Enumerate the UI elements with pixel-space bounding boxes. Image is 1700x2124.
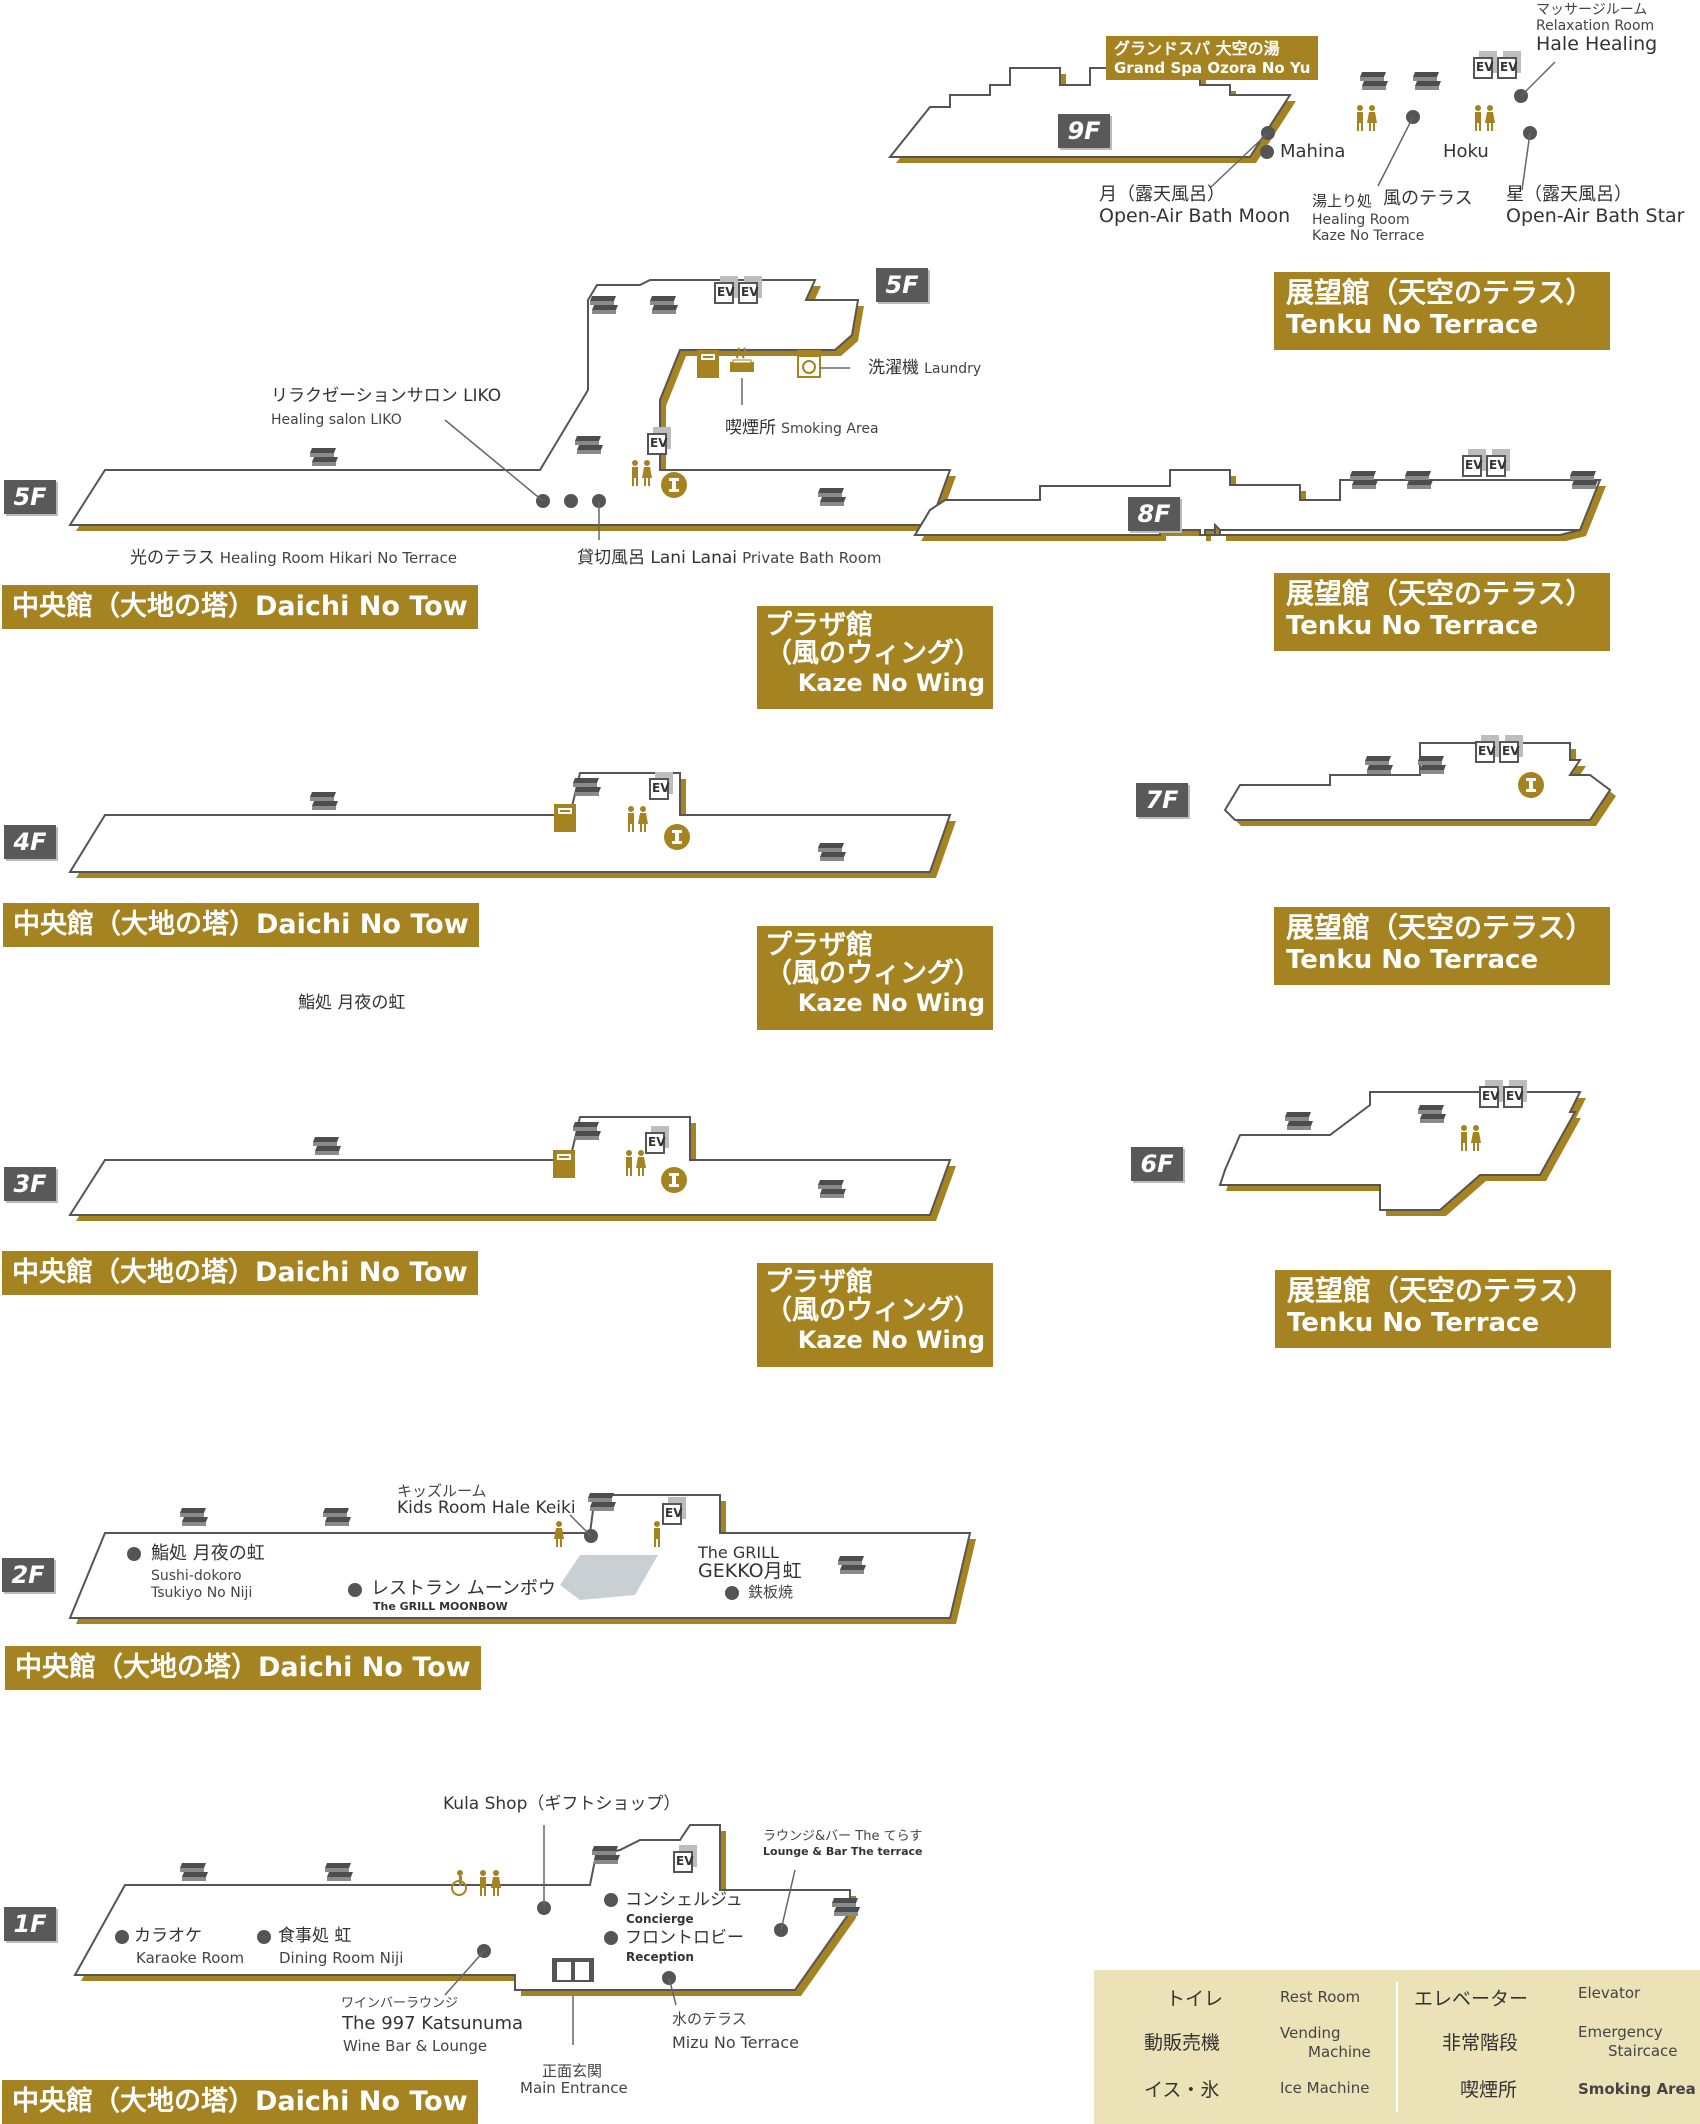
mizu-terrace-label-jp: 水のテラス <box>672 2010 747 2028</box>
leader-lines <box>444 61 1556 2045</box>
legend-stairs-en1: Emergency <box>1578 2023 1663 2041</box>
building-tenku-8f: 展望館（天空のテラス）Tenku No Terrace <box>1274 573 1610 651</box>
massage-label-en: Relaxation Room <box>1536 18 1655 34</box>
liko-label-en: Healing salon LIKO <box>271 412 402 428</box>
concierge-label-en: Concierge <box>626 1912 694 1926</box>
legend-stairs-jp: 非常階段 <box>1442 2032 1519 2054</box>
building-tenku-9f: 展望館（天空のテラス）Tenku No Terrace <box>1274 272 1610 350</box>
front-lobby-label-jp: フロントロビー <box>625 1928 744 1948</box>
karaoke-label-jp: カラオケ <box>134 1926 202 1946</box>
floor-badge-8f: 8F <box>1128 497 1180 531</box>
hikari-terrace-label: 光のテラス Healing Room Hikari No Terrace <box>130 548 457 568</box>
floor-badge-6f: 6F <box>1131 1147 1183 1181</box>
star-bath-jp: 星（露天風呂） <box>1506 184 1632 205</box>
massage-label-name: Hale Healing <box>1536 33 1658 55</box>
building-center-5f: 中央館（大地の塔）Daichi No Tow <box>2 585 478 629</box>
wine-bar-label-en1: The 997 Katsunuma <box>342 2013 524 2034</box>
sushi-label-jp: 鮨処 月夜の虹 <box>151 1543 265 1564</box>
floor-3f-outline <box>68 1116 956 1221</box>
wine-bar-label-en2: Wine Bar & Lounge <box>343 2037 488 2055</box>
poi-dots <box>115 89 1537 1985</box>
entrance-label-jp: 正面玄関 <box>542 2062 603 2080</box>
gekko-label: GEKKO月虹 <box>698 1560 802 1582</box>
laundry-label: 洗濯機 Laundry <box>868 358 982 378</box>
floor-badge-2f: 2F <box>2 1558 54 1592</box>
entrance-label-en: Main Entrance <box>520 2079 628 2097</box>
floor-badge-1f: 1F <box>4 1907 56 1941</box>
building-plaza-3f: プラザ館（風のウィング）Kaze No Wing <box>757 1263 993 1367</box>
open-air-area <box>560 1555 658 1600</box>
legend-vending-jp: 動販売機 <box>1144 2032 1221 2054</box>
legend-ice-en: Ice Machine <box>1280 2079 1370 2097</box>
floor-badge-9f: 9F <box>1058 114 1110 148</box>
kaze-terrace-en1: Healing Room <box>1312 212 1410 228</box>
mahina-label: Mahina <box>1280 141 1346 162</box>
niji-label-en: Dining Room Niji <box>279 1949 404 1967</box>
liko-label-jp: リラクゼーションサロン LIKO <box>271 386 502 406</box>
sushi-label-en2: Tsukiyo No Niji <box>151 1585 253 1601</box>
floor-4f-outline <box>68 772 956 878</box>
moonbow-label-jp: レストラン ムーンボウ <box>371 1578 556 1599</box>
smoking-label: 喫煙所 Smoking Area <box>725 418 879 438</box>
legend-restroom-en: Rest Room <box>1280 1988 1361 2006</box>
legend-stairs-en2: Staircace <box>1608 2042 1678 2060</box>
legend-vending-en2: Machine <box>1308 2043 1371 2061</box>
massage-label-jp: マッサージルーム <box>1536 2 1648 18</box>
building-tenku-7f: 展望館（天空のテラス）Tenku No Terrace <box>1274 907 1610 985</box>
moon-bath-jp: 月（露天風呂） <box>1099 184 1225 205</box>
moon-bath-en: Open-Air Bath Moon <box>1099 205 1291 227</box>
floor-6f-outline <box>1218 1091 1586 1216</box>
building-plaza-5f: プラザ館（風のウィング）Kaze No Wing <box>757 606 993 709</box>
front-lobby-label-en: Reception <box>626 1950 694 1964</box>
floor-badge-3f: 3F <box>4 1167 56 1201</box>
legend-ice-jp: イス・氷 <box>1144 2079 1220 2101</box>
concierge-label-jp: コンシェルジュ <box>625 1890 743 1910</box>
building-center-4f: 中央館（大地の塔）Daichi No Tow <box>3 903 479 947</box>
teppanyaki-label: 鉄板焼 <box>748 1583 794 1601</box>
building-tenku-6f: 展望館（天空のテラス）Tenku No Terrace <box>1275 1270 1611 1348</box>
kaze-terrace-en2: Kaze No Terrace <box>1312 228 1425 244</box>
sushi-label-en1: Sushi-dokoro <box>151 1568 242 1584</box>
floor-2f-outline <box>68 1494 976 1624</box>
kula-shop-label: Kula Shop（ギフトショップ） <box>443 1794 681 1814</box>
wine-bar-label-jp: ワインバーラウンジ <box>341 1996 459 2011</box>
lani-lanai-label: 貸切風呂 Lani Lanai Private Bath Room <box>577 548 882 568</box>
sushi-note-4f: 鮨処 月夜の虹 <box>298 993 406 1013</box>
niji-label-jp: 食事処 虹 <box>278 1926 352 1946</box>
legend-panel: トイレ Rest Room 動販売機 Vending Machine イス・氷 … <box>1094 1970 1700 2124</box>
legend-smoking-jp: 喫煙所 <box>1460 2079 1518 2101</box>
floor-badge-7f: 7F <box>1136 783 1188 817</box>
legend-vending-en1: Vending <box>1280 2024 1341 2042</box>
hoku-label: Hoku <box>1443 141 1489 162</box>
kids-room-jp: キッズルーム <box>397 1482 487 1500</box>
legend-restroom-jp: トイレ <box>1166 1988 1224 2010</box>
legend-smoking-en: Smoking Area <box>1578 2080 1696 2098</box>
legend-elevator-en: Elevator <box>1578 1984 1641 2002</box>
kaze-terrace-jp2: 風のテラス <box>1383 188 1473 209</box>
building-center-3f: 中央館（大地の塔）Daichi No Tow <box>2 1251 478 1295</box>
floor-5f-outline <box>68 279 956 531</box>
legend-elevator-jp: エレベーター <box>1414 1988 1529 2010</box>
kids-room-en: Kids Room Hale Keiki <box>397 1498 576 1518</box>
building-center-2f: 中央館（大地の塔）Daichi No Tow <box>5 1646 481 1690</box>
facility-icons <box>552 347 1544 1982</box>
floor-8f-outline <box>913 469 1606 541</box>
moonbow-label-en: The GRILL MOONBOW <box>373 1600 508 1613</box>
floor-badge-5f-center: 5F <box>4 480 56 514</box>
karaoke-label-en: Karaoke Room <box>136 1949 245 1967</box>
building-center-1f: 中央館（大地の塔）Daichi No Tow <box>2 2080 478 2124</box>
building-plaza-4f: プラザ館（風のウィング）Kaze No Wing <box>757 926 993 1030</box>
lounge-label-en: Lounge & Bar The terrace <box>763 1845 923 1858</box>
mizu-terrace-label-en: Mizu No Terrace <box>672 2033 799 2052</box>
floor-badge-5f-plaza: 5F <box>876 268 928 302</box>
lounge-label-jp: ラウンジ&バー The てらす <box>763 1829 923 1844</box>
star-bath-en: Open-Air Bath Star <box>1506 205 1685 227</box>
grill-label: The GRILL <box>698 1543 779 1562</box>
restroom-icons <box>451 105 1495 1896</box>
kaze-terrace-jp1: 湯上り処 <box>1312 192 1373 210</box>
floor-badge-4f: 4F <box>4 825 56 859</box>
floor-7f-outline <box>1223 742 1616 826</box>
